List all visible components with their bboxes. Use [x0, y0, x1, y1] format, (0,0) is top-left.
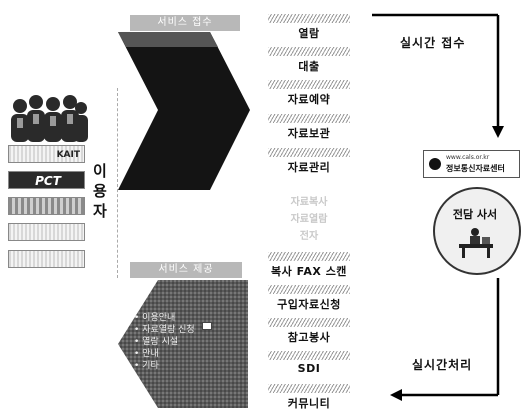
center-name: 정보통신자료센터 [446, 164, 505, 173]
service-receive-banner: 서비스 접수 [130, 15, 240, 31]
faded-item-3: 전자 [299, 231, 319, 242]
realtime-receive-label: 실시간 접수 [400, 36, 466, 50]
logo-card-3 [8, 197, 85, 215]
user-divider-line [117, 88, 118, 278]
pointer-marker [202, 322, 212, 330]
realtime-process-label: 실시간처리 [412, 358, 473, 372]
users-group-image [8, 90, 88, 142]
service-item-reading[interactable]: 열람 [268, 14, 350, 44]
sublist-item: • 이용안내 [134, 313, 176, 323]
sublist-item: • 안내 [134, 349, 159, 359]
logo-card-5 [8, 250, 85, 268]
service-provide-sublist: • 이용안내 • 자료열람 신청 • 열람 시설 • 안내 • 기타 [134, 312, 195, 372]
faded-item-2: 자료열람 [290, 214, 328, 225]
service-item-copy-fax-scan[interactable]: 복사 FAX 스캔 [268, 252, 350, 282]
librarian-desk-icon [459, 228, 493, 258]
librarian-label: 전담 사서 [452, 208, 498, 221]
service-provide-banner: 서비스 제공 [130, 262, 242, 278]
service-item-reference[interactable]: 참고봉사 [268, 318, 350, 348]
user-label-char-1: 이 [93, 162, 107, 180]
service-item-purchase-request[interactable]: 구입자료신청 [268, 285, 350, 315]
service-item-storage[interactable]: 자료보관 [268, 114, 350, 144]
user-label-char-3: 자 [93, 202, 107, 220]
logo-card-pct: PCT [8, 171, 85, 189]
sublist-item: • 기타 [134, 361, 159, 371]
service-item-management[interactable]: 자료관리 [268, 148, 350, 178]
logo-card-4 [8, 223, 85, 241]
center-url: www.cals.or.kr [446, 154, 490, 161]
service-item-reservation[interactable]: 자료예약 [268, 80, 350, 110]
service-item-loan[interactable]: 대출 [268, 47, 350, 77]
service-receive-arrow [118, 32, 250, 190]
user-label-char-2: 용 [93, 182, 107, 200]
sublist-item: • 자료열람 신청 [134, 325, 195, 335]
center-logo-icon [429, 158, 441, 170]
center-logo-box: www.cals.or.kr 정보통신자료센터 [423, 150, 520, 178]
service-item-community[interactable]: 커뮤니티 [268, 384, 350, 414]
sublist-item: • 열람 시설 [134, 337, 179, 347]
faded-item-1: 자료복사 [290, 197, 328, 208]
logo-card-kait: KAIT [8, 145, 85, 163]
service-provide-arrow [118, 280, 248, 408]
service-item-sdi[interactable]: SDI [268, 351, 350, 381]
